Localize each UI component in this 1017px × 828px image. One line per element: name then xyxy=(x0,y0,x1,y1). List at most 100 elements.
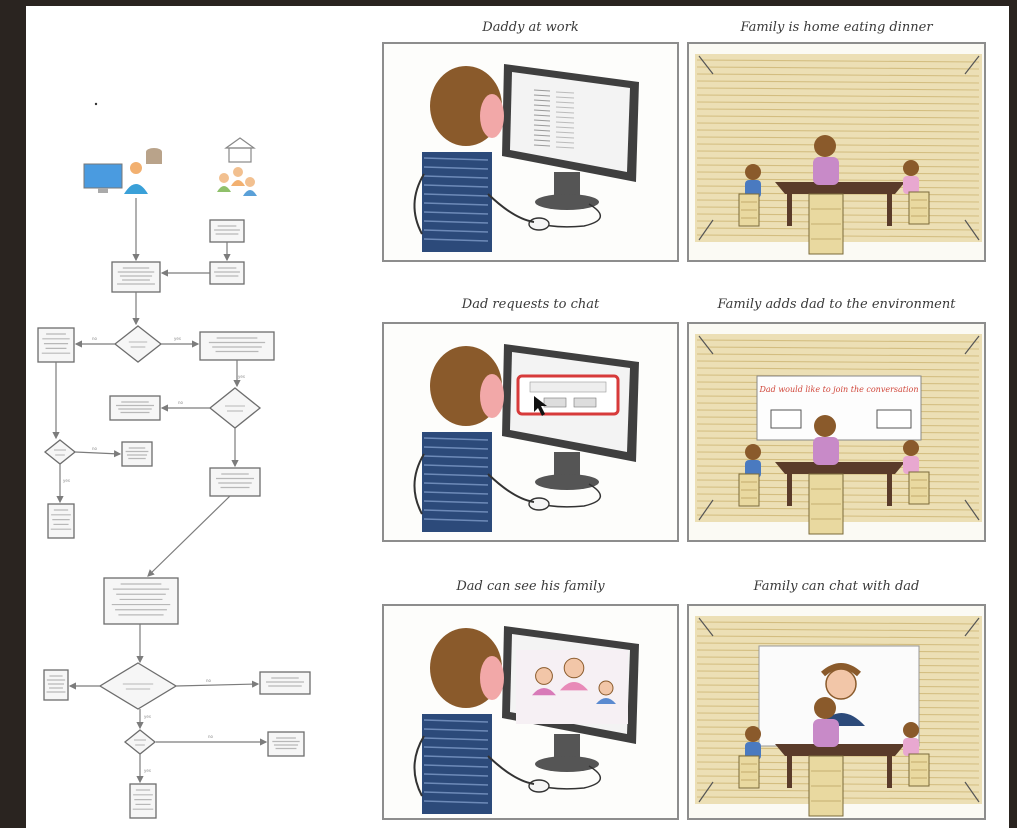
drawing-stroke xyxy=(964,55,980,75)
chair xyxy=(808,755,844,817)
drawing-stroke xyxy=(129,783,157,819)
edge-label: yes xyxy=(144,714,151,719)
drawing-stroke xyxy=(698,335,714,355)
drawing-stroke xyxy=(887,194,892,226)
drawing-stroke xyxy=(696,101,980,105)
drawing-stroke xyxy=(696,115,980,119)
drawing-stroke xyxy=(775,182,905,194)
dad-figure xyxy=(413,628,535,814)
panel-illustration: Dad would like to join the conversation xyxy=(689,324,984,540)
drawing-stroke xyxy=(533,124,551,127)
drawing-stroke xyxy=(423,473,489,477)
family-member-body xyxy=(560,682,588,691)
mom-figure xyxy=(813,135,839,185)
drawing-stroke xyxy=(423,220,489,224)
decline-button xyxy=(876,409,912,429)
flow-step xyxy=(43,669,69,701)
drawing-stroke xyxy=(228,147,252,163)
storyboard-panel-dad-sees-family xyxy=(382,604,679,820)
dad-face xyxy=(480,656,504,700)
drawing-stroke xyxy=(535,756,599,772)
edge-label: yes xyxy=(144,768,151,773)
flow-step xyxy=(209,219,245,243)
child-figure xyxy=(903,440,919,474)
drawing-stroke xyxy=(209,261,245,285)
chair xyxy=(808,473,844,535)
drawing-stroke xyxy=(696,143,980,147)
drawing-stroke xyxy=(555,126,575,129)
drawing-stroke xyxy=(533,94,551,97)
actor-icons xyxy=(83,137,257,196)
flow-decision xyxy=(123,729,157,755)
panel-title: Dad can see his family xyxy=(456,579,605,594)
family-member-face xyxy=(535,667,553,685)
family-member-body xyxy=(596,698,616,704)
drawing-shape xyxy=(413,173,425,235)
flow-connector xyxy=(175,680,260,688)
mouse-icon xyxy=(528,497,550,511)
drawing-stroke xyxy=(423,791,489,795)
drawing-stroke xyxy=(423,800,489,804)
drawing-stroke xyxy=(423,238,489,242)
drawing-stroke xyxy=(555,111,575,114)
flow-decision xyxy=(98,662,178,710)
desktop-computer-icon xyxy=(83,163,123,189)
drawing-stroke xyxy=(696,87,980,91)
drawing-stroke xyxy=(267,731,305,757)
drawing-stroke xyxy=(555,121,575,124)
drawing-stroke xyxy=(555,101,575,104)
chair xyxy=(908,191,930,225)
drawing-stroke xyxy=(423,782,489,786)
child-figure xyxy=(745,164,761,198)
drawing-stroke xyxy=(209,219,245,243)
drawing-stroke xyxy=(423,175,489,179)
flow-step xyxy=(47,503,75,539)
drawing-stroke xyxy=(696,66,980,70)
drawing-stroke xyxy=(533,114,551,117)
flow-step xyxy=(209,467,261,497)
drawing-stroke xyxy=(696,136,980,140)
drawing-stroke xyxy=(887,756,892,788)
drawing-stroke xyxy=(775,462,905,474)
storyboard-panel-family-adds-dad: Dad would like to join the conversation xyxy=(687,322,986,542)
drawing-stroke xyxy=(696,73,980,77)
monitor xyxy=(502,64,639,210)
drawing-stroke xyxy=(510,72,630,172)
flow-step xyxy=(209,261,245,285)
family-member-body xyxy=(532,688,556,696)
flow-decision xyxy=(113,325,163,363)
drawing-stroke xyxy=(696,635,980,639)
drawing-stroke xyxy=(696,129,980,133)
mom-figure xyxy=(813,697,839,747)
flow-step xyxy=(37,327,75,363)
edge-label: yes xyxy=(63,478,70,483)
drawing-stroke xyxy=(745,444,761,460)
drawing-stroke xyxy=(423,728,489,732)
mom-figure xyxy=(813,415,839,465)
drawing-stroke xyxy=(423,184,489,188)
drawing-stroke xyxy=(814,135,836,157)
dad-figure xyxy=(413,66,535,252)
flow-decision xyxy=(208,387,262,429)
drawing-stroke xyxy=(423,491,489,495)
cursor-icon xyxy=(534,396,547,416)
edge-label: no xyxy=(208,734,214,739)
drawing-stroke xyxy=(555,136,575,139)
drawing-stroke xyxy=(543,397,567,408)
drawing-stroke xyxy=(964,617,980,637)
drawing-stroke xyxy=(696,339,980,343)
drawing-stroke xyxy=(696,80,980,84)
drawing-stroke xyxy=(423,446,489,450)
panel-illustration xyxy=(413,626,639,814)
monitor xyxy=(502,344,639,490)
drawing-stroke xyxy=(423,166,489,170)
drawing-stroke xyxy=(696,367,980,371)
drawing-stroke xyxy=(423,737,489,741)
drawing-stroke xyxy=(555,146,575,149)
drawing-stroke xyxy=(423,719,489,723)
drawing-stroke xyxy=(533,89,551,92)
drawing-stroke xyxy=(533,109,551,112)
drawing-stroke xyxy=(423,211,489,215)
